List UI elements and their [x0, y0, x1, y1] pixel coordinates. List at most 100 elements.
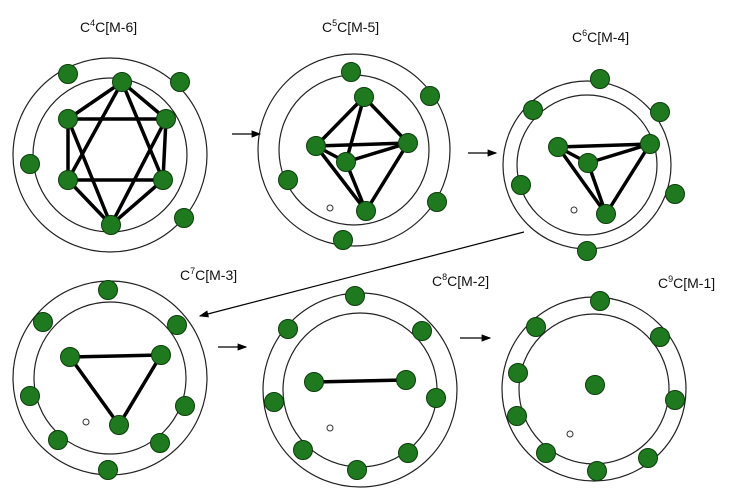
inner-atom	[548, 137, 568, 157]
bond	[109, 178, 165, 227]
panel-c7	[12, 280, 208, 480]
panel-c6	[502, 69, 685, 261]
inner-atom	[398, 133, 418, 153]
outer-atom	[665, 184, 685, 204]
inner-atom	[396, 370, 416, 390]
outer-atom	[650, 102, 670, 122]
panel-label-c7: C7C[M-3]	[180, 266, 237, 283]
outer-atom	[511, 175, 531, 195]
inner-atom	[60, 347, 80, 367]
inner-ring	[516, 94, 658, 236]
outer-atom	[167, 315, 187, 335]
outer-atom	[264, 392, 284, 412]
panels-layer	[12, 53, 687, 488]
outer-atom	[333, 230, 353, 250]
outer-atom	[170, 72, 190, 92]
bond	[66, 80, 124, 182]
bond	[556, 145, 608, 216]
bond	[364, 141, 410, 213]
bond	[314, 141, 410, 148]
outer-atom	[526, 317, 546, 337]
inner-atom	[58, 170, 78, 190]
inner-atom	[596, 204, 616, 224]
outer-atom	[293, 440, 313, 460]
outer-atom	[48, 430, 68, 450]
bond	[66, 178, 113, 227]
inner-atom	[153, 170, 173, 190]
outer-atom	[590, 291, 610, 311]
outer-atom	[278, 319, 298, 339]
inner-atom	[156, 109, 176, 129]
outer-atom	[33, 312, 53, 332]
vacancy-marker	[82, 418, 90, 426]
outer-atom	[278, 170, 298, 190]
panel-label-c9: C9C[M-1]	[658, 274, 715, 291]
outer-atom	[347, 460, 367, 480]
inner-atom	[640, 134, 660, 154]
panel-c9	[501, 291, 687, 482]
bond	[556, 142, 652, 149]
outer-atom	[638, 448, 658, 468]
bond	[68, 353, 163, 359]
bond	[312, 378, 408, 384]
inner-atom	[109, 415, 129, 435]
inner-ring	[33, 301, 187, 455]
outer-atom	[507, 406, 527, 426]
bond	[109, 117, 168, 227]
outer-atom	[412, 321, 432, 341]
panel-label-c5: C5C[M-5]	[322, 18, 379, 35]
inner-atom	[356, 201, 376, 221]
panel-c5	[257, 53, 451, 250]
bond	[344, 141, 410, 164]
bond	[362, 95, 410, 145]
outer-atom	[98, 280, 118, 300]
bond	[344, 95, 366, 164]
panel-label-c8: C8C[M-2]	[432, 272, 489, 289]
vacancy-marker	[326, 424, 334, 432]
outer-atom	[665, 390, 685, 410]
bond	[117, 353, 163, 427]
bond	[604, 142, 652, 216]
outer-atom	[587, 461, 607, 481]
outer-atom	[174, 208, 194, 228]
vacancy-marker	[326, 204, 334, 212]
arrow-c6-to-c7	[198, 231, 525, 318]
inner-atom	[112, 72, 132, 92]
inner-atom	[304, 372, 324, 392]
inner-atom	[306, 136, 326, 156]
outer-atom	[426, 388, 446, 408]
inner-atom	[101, 215, 121, 235]
outer-atom	[420, 86, 440, 106]
inner-atom	[58, 109, 78, 129]
vacancy-marker	[570, 206, 578, 214]
outer-atom	[20, 386, 40, 406]
outer-atom	[590, 69, 610, 89]
inner-atom	[585, 375, 605, 395]
outer-atom	[427, 192, 447, 212]
bond	[68, 355, 121, 427]
outer-atom	[536, 443, 556, 463]
panel-label-c4: C4C[M-6]	[80, 18, 137, 35]
inner-atom	[578, 153, 598, 173]
outer-atom	[58, 64, 78, 84]
bond	[66, 80, 124, 121]
panel-c4	[12, 57, 208, 253]
outer-atom	[150, 433, 170, 453]
outer-atom	[20, 154, 40, 174]
outer-atom	[341, 62, 361, 82]
outer-ring	[12, 280, 208, 476]
outer-atom	[98, 460, 118, 480]
outer-atom	[398, 443, 418, 463]
bond	[586, 142, 652, 165]
inner-atom	[151, 345, 171, 365]
outer-atom	[650, 327, 670, 347]
bond	[314, 144, 368, 213]
panel-c8	[262, 286, 458, 488]
inner-atom	[354, 87, 374, 107]
panel-label-c6: C6C[M-4]	[572, 28, 629, 45]
bond	[314, 95, 366, 148]
outer-ring	[12, 57, 208, 253]
vacancy-marker	[566, 430, 574, 438]
outer-atom	[577, 241, 597, 261]
